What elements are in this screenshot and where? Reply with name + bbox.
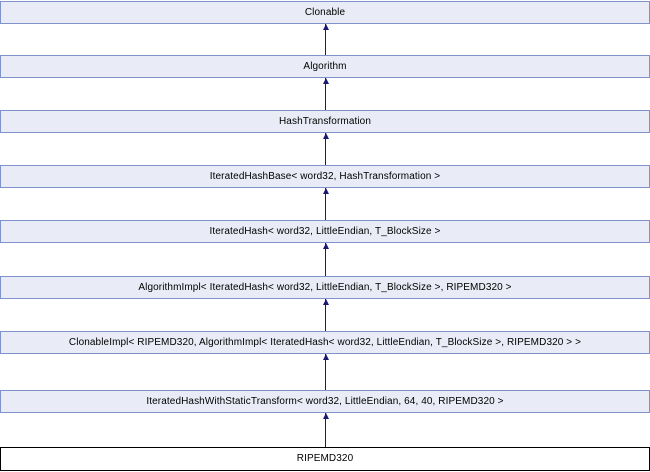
arrow-up-icon <box>323 354 329 360</box>
inheritance-edge <box>325 133 326 165</box>
inheritance-edge <box>325 243 326 276</box>
inheritance-edge <box>325 78 326 110</box>
arrow-up-icon <box>323 78 329 84</box>
inheritance-edge <box>325 24 326 55</box>
arrow-up-icon <box>323 413 329 419</box>
inheritance-edge <box>325 299 326 331</box>
class-node-label: Clonable <box>304 6 346 18</box>
inheritance-edge <box>325 354 326 390</box>
arrow-up-icon <box>323 299 329 305</box>
class-node-label: RIPEMD320 <box>296 453 354 464</box>
arrow-up-icon <box>323 133 329 139</box>
inheritance-edge <box>325 413 326 447</box>
class-node-label: IteratedHashBase< word32, HashTransforma… <box>209 170 441 182</box>
class-node-clonable[interactable]: Clonable <box>0 1 650 24</box>
class-node-iteratedhashwithstatictransform[interactable]: IteratedHashWithStaticTransform< word32,… <box>0 390 650 413</box>
class-node-label: Algorithm <box>303 60 347 72</box>
class-node-label: HashTransformation <box>278 115 372 127</box>
inheritance-edge <box>325 188 326 220</box>
class-node-label: AlgorithmImpl< IteratedHash< word32, Lit… <box>138 281 512 293</box>
class-node-label: IteratedHashWithStaticTransform< word32,… <box>146 395 504 407</box>
class-node-algorithmimpl[interactable]: AlgorithmImpl< IteratedHash< word32, Lit… <box>0 276 650 299</box>
class-node-algorithm[interactable]: Algorithm <box>0 55 650 78</box>
class-node-hashtransformation[interactable]: HashTransformation <box>0 110 650 133</box>
arrow-up-icon <box>323 24 329 30</box>
class-node-iteratedhashbase[interactable]: IteratedHashBase< word32, HashTransforma… <box>0 165 650 188</box>
class-node-label: IteratedHash< word32, LittleEndian, T_Bl… <box>209 225 441 237</box>
arrow-up-icon <box>323 243 329 249</box>
class-node-ripemd320[interactable]: RIPEMD320 <box>0 447 650 471</box>
class-node-label: ClonableImpl< RIPEMD320, AlgorithmImpl< … <box>68 336 582 348</box>
class-node-iteratedhash[interactable]: IteratedHash< word32, LittleEndian, T_Bl… <box>0 220 650 243</box>
arrow-up-icon <box>323 188 329 194</box>
class-node-clonableimpl[interactable]: ClonableImpl< RIPEMD320, AlgorithmImpl< … <box>0 331 650 354</box>
